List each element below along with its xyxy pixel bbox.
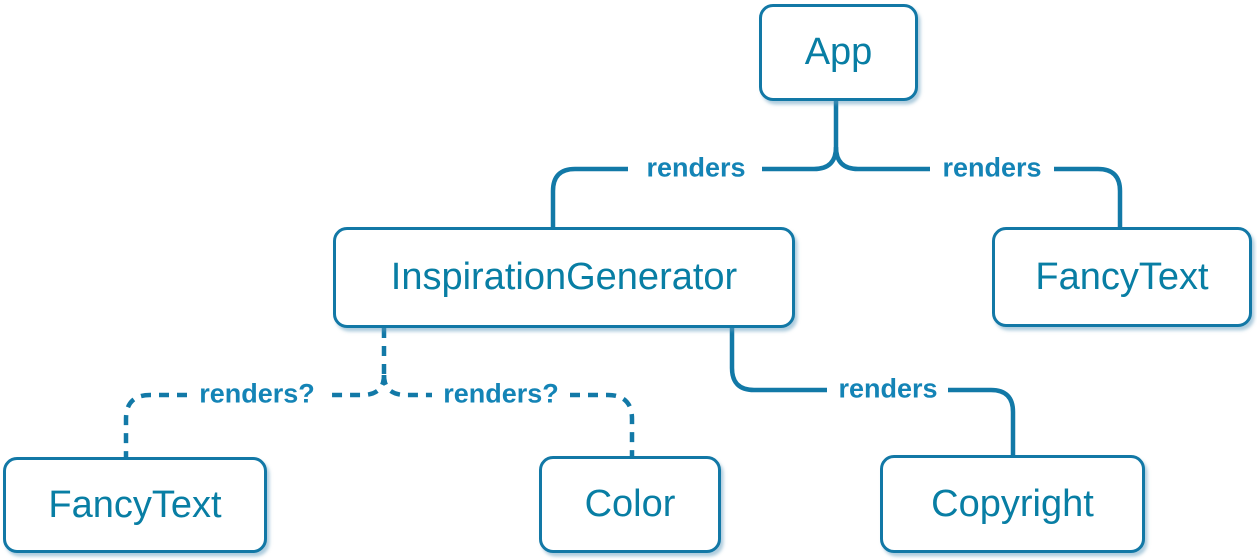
edge-inspirationgenerator-renders-copyright: [729, 328, 1016, 456]
node-inspiration-generator: InspirationGenerator: [333, 227, 795, 328]
edge-fork-right-app: [833, 146, 930, 172]
edge-dashed-fork-right: [381, 374, 432, 398]
node-copyright-label: Copyright: [931, 482, 1094, 525]
edge-dashed-fork-left: [327, 374, 387, 398]
node-fancy-text-top: FancyText: [992, 227, 1252, 327]
edge-label-app-renders-fancytext: renders: [942, 152, 1042, 183]
edge-fork-left-app: [762, 146, 839, 172]
edge-out-of-inspirationgenerator: [729, 328, 827, 393]
edge-label-inspirationgenerator-renders-color: renders?: [443, 378, 559, 409]
node-fancy-text-top-label: FancyText: [1035, 255, 1209, 298]
node-app-label: App: [804, 31, 873, 73]
node-app: App: [759, 4, 918, 101]
node-fancy-text-bottom-label: FancyText: [48, 483, 222, 526]
edge-label-inspirationgenerator-renders-fancytext: renders?: [199, 378, 315, 409]
edge-into-inspirationgenerator: [550, 166, 628, 228]
edge-inspirationgenerator-renders-color-dashed: [381, 374, 635, 456]
edge-into-color: [570, 392, 635, 456]
edge-into-fancytext-bottom: [123, 392, 187, 458]
node-color: Color: [539, 456, 721, 553]
edge-into-copyright: [948, 387, 1016, 456]
node-copyright: Copyright: [880, 455, 1145, 553]
edge-app-renders-fancytext: [833, 146, 1123, 228]
node-color-label: Color: [584, 483, 676, 525]
node-inspiration-generator-label: InspirationGenerator: [390, 256, 738, 298]
edge-into-fancytext-top: [1054, 166, 1123, 228]
edge-label-inspirationgenerator-renders-copyright: renders: [838, 373, 938, 404]
edge-label-app-renders-inspirationgenerator: renders: [646, 152, 746, 183]
node-fancy-text-bottom: FancyText: [3, 457, 267, 553]
